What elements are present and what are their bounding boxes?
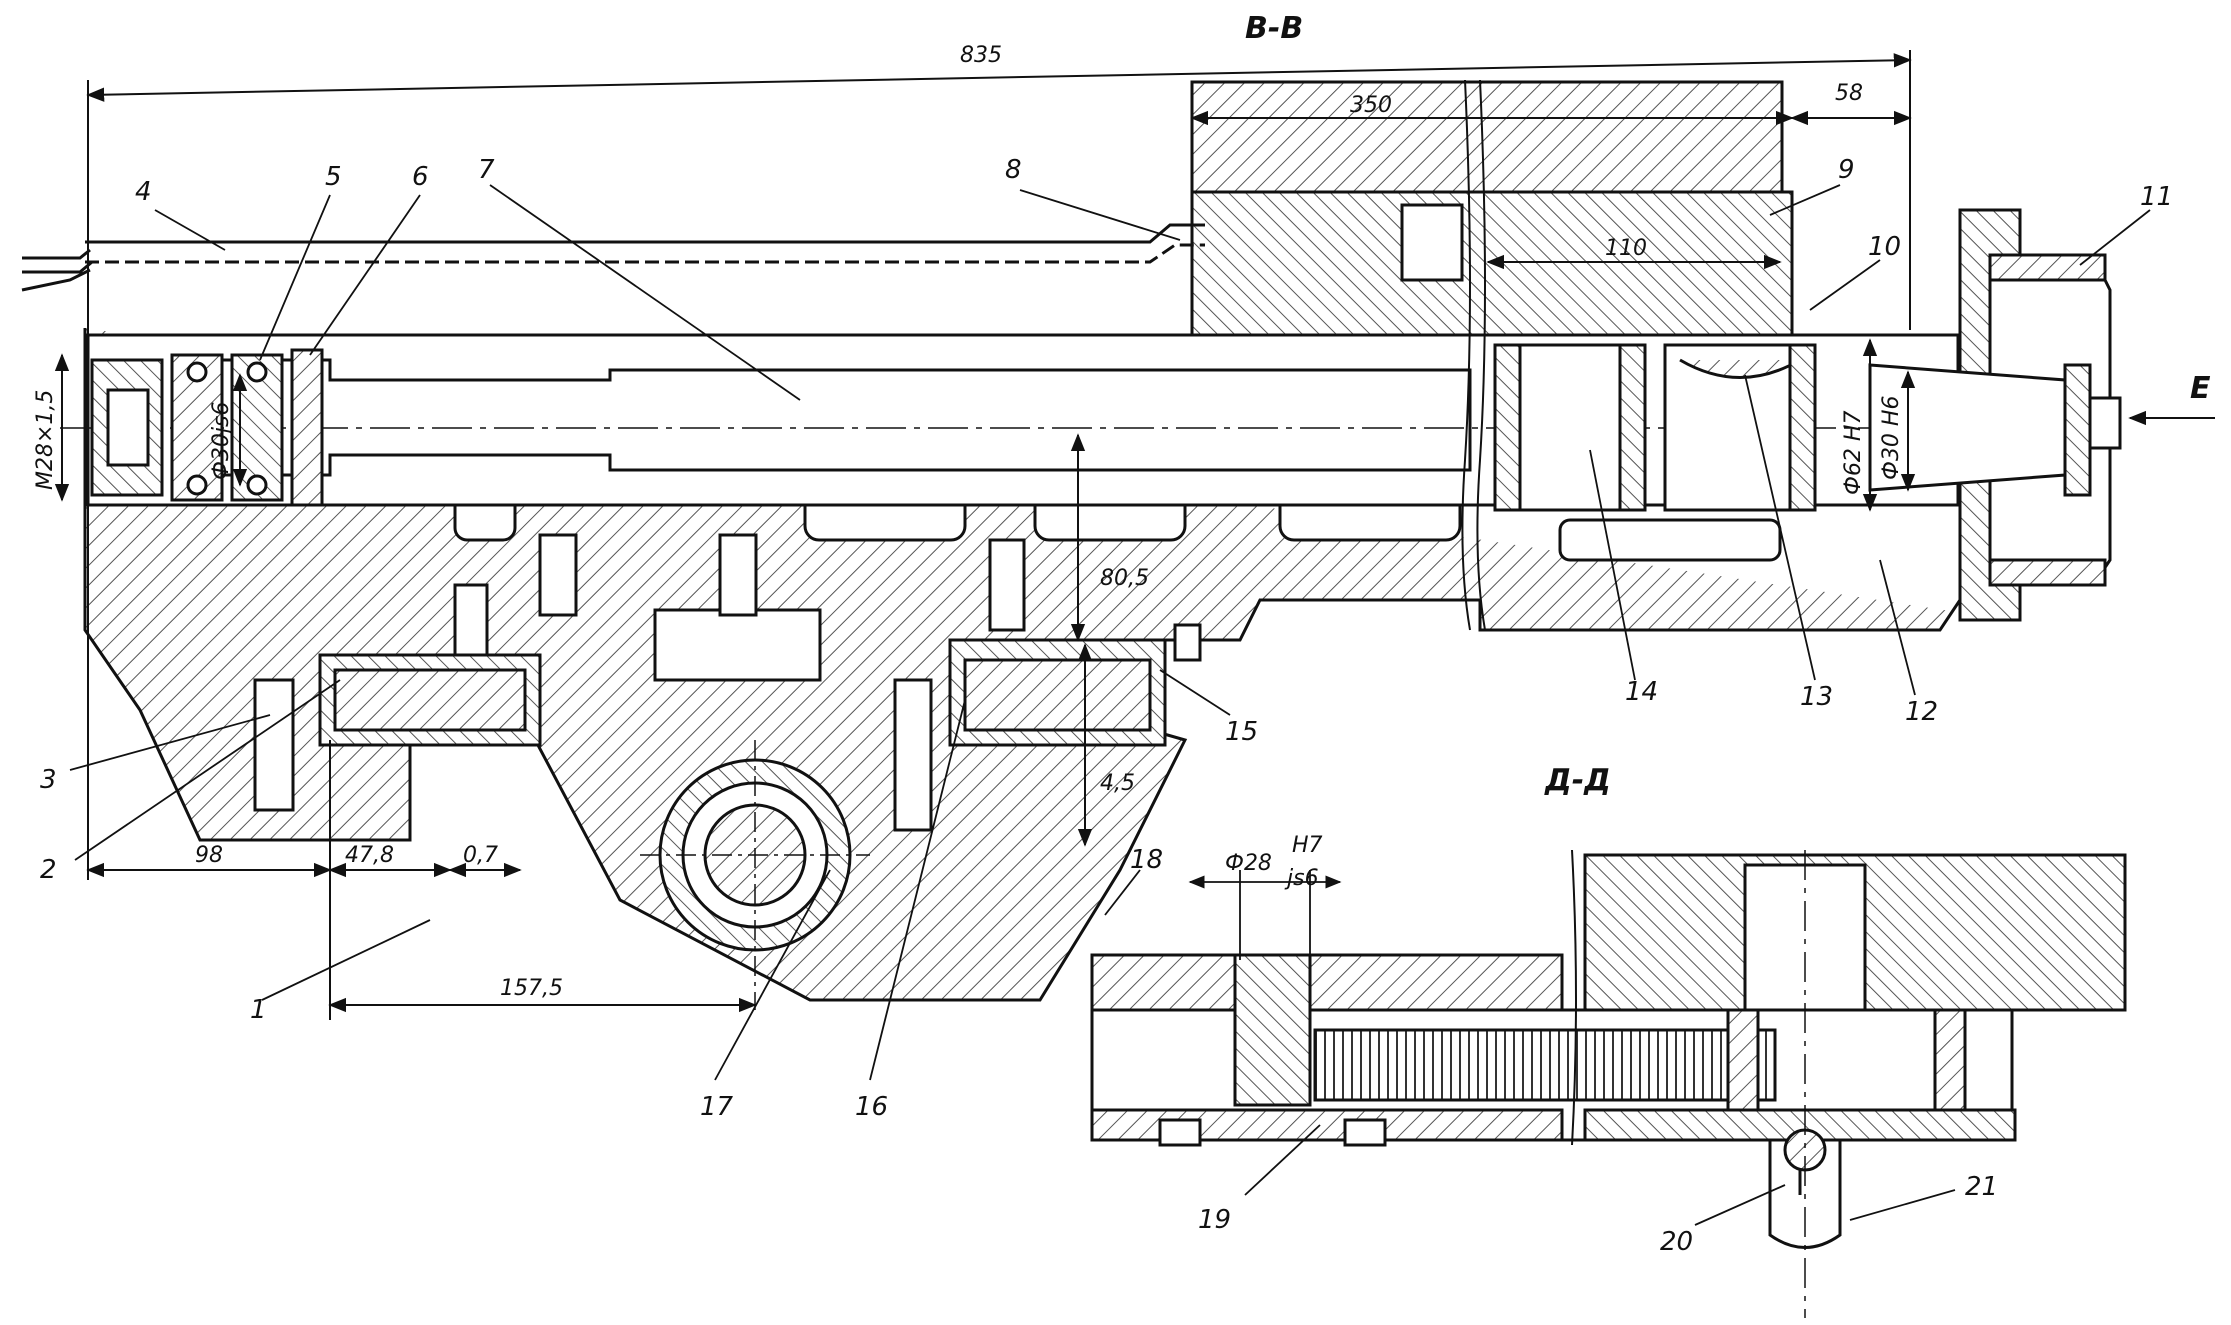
bearing-14-ring-a xyxy=(1493,343,1522,512)
part-label-2: 2 xyxy=(40,855,57,885)
part-label-4: 4 xyxy=(135,177,152,207)
part-label-16: 16 xyxy=(855,1092,888,1122)
dim-07: 0,7 xyxy=(463,843,498,868)
bolt-6 xyxy=(893,678,933,832)
spindle-housing xyxy=(1190,190,1794,339)
part-label-12: 12 xyxy=(1905,697,1938,727)
break-line-2 xyxy=(1476,79,1486,631)
dimension-labels: 835 350 58 110 80,5 4,5 98 47,8 0,7 157,… xyxy=(33,43,1904,1001)
dim-80: 80,5 xyxy=(1100,566,1149,591)
bolt-3 xyxy=(538,533,578,617)
housing-window xyxy=(1400,203,1464,282)
cover-plate-inner xyxy=(85,243,1205,264)
part-label-17: 17 xyxy=(700,1092,734,1122)
part-label-15: 15 xyxy=(1225,717,1258,747)
motor-housing xyxy=(1190,80,1784,194)
ball-1 xyxy=(186,361,208,383)
main-dimensions xyxy=(54,50,2215,1020)
break-line xyxy=(1461,79,1471,631)
bolt-2 xyxy=(453,583,489,657)
part-label-13: 13 xyxy=(1800,682,1833,712)
main-section xyxy=(21,79,2122,1010)
dim-shaft2: Ф30 Н6 xyxy=(1879,396,1904,480)
detail-rack xyxy=(1313,1028,1777,1102)
part-label-5: 5 xyxy=(325,162,342,192)
detail-top-plate xyxy=(1090,953,1564,1012)
part-label-7: 7 xyxy=(478,155,495,185)
ball-4 xyxy=(246,474,268,496)
dim-fit-den: js6 xyxy=(1284,866,1319,891)
section-title-detail: Д-Д xyxy=(1544,763,1611,798)
part-label-19: 19 xyxy=(1198,1205,1231,1235)
section-title-main: В-В xyxy=(1245,11,1303,46)
dim-45: 4,5 xyxy=(1100,771,1135,796)
bolt-4 xyxy=(718,533,758,617)
part-label-11: 11 xyxy=(2140,182,2173,212)
bearing-13-ring xyxy=(1788,343,1817,512)
collet-nut-a xyxy=(2063,363,2092,497)
bearing-13-race xyxy=(1679,358,1801,379)
lower-groove xyxy=(1558,518,1782,562)
part-label-1: 1 xyxy=(250,995,267,1025)
arrow-e-label: Е xyxy=(2190,371,2211,406)
dim-bore: Ф62 Н7 xyxy=(1841,411,1866,495)
cable xyxy=(21,248,93,292)
tool-tip xyxy=(2088,396,2122,450)
detail-break xyxy=(1571,849,1577,1146)
dim-157: 157,5 xyxy=(500,976,563,1001)
dim-98: 98 xyxy=(195,843,223,868)
part-label-8: 8 xyxy=(1005,155,1022,185)
leader-lines xyxy=(69,184,2151,1081)
shaft-7 xyxy=(198,358,1472,477)
bolt-7 xyxy=(1173,623,1202,662)
detail-bolt-b xyxy=(1343,1118,1387,1147)
slide-window xyxy=(653,608,822,682)
detail-bolt-a xyxy=(1158,1118,1202,1147)
detail-gear-wall-r xyxy=(1933,1008,1967,1122)
pulley-rim-bottom xyxy=(1988,558,2107,587)
cover-plate xyxy=(85,223,1205,244)
dim-fit-num: Н7 xyxy=(1292,833,1323,858)
part-label-21: 21 xyxy=(1965,1172,1998,1202)
dim-thread: М28×1,5 xyxy=(33,390,58,490)
part-label-14: 14 xyxy=(1625,677,1658,707)
detail-section xyxy=(1090,849,2127,1318)
detail-pinion-block xyxy=(1233,953,1312,1107)
dim-350: 350 xyxy=(1350,93,1392,118)
bolt-5 xyxy=(988,538,1026,632)
dim-fit-main: Ф28 xyxy=(1225,851,1272,876)
ball-2 xyxy=(186,474,208,496)
dim-58: 58 xyxy=(1835,81,1863,106)
part-labels: 4 5 6 7 8 9 10 11 12 13 14 15 16 17 1 2 … xyxy=(40,155,2173,1257)
dim-shaft1: Ф30js6 xyxy=(209,401,234,480)
detail-gear-wall-l xyxy=(1726,1008,1760,1122)
ball-3 xyxy=(246,361,268,383)
bearing-14-ring-b xyxy=(1618,343,1647,512)
bolt-1 xyxy=(253,678,295,812)
slide-2-liner xyxy=(333,668,527,732)
part-label-18: 18 xyxy=(1130,845,1163,875)
left-nut-core xyxy=(106,388,150,467)
slide-15-liner xyxy=(963,658,1152,732)
part-label-9: 9 xyxy=(1838,155,1855,185)
detail-dimensions xyxy=(1104,869,1956,1226)
part-label-3: 3 xyxy=(40,765,57,795)
dim-110: 110 xyxy=(1605,236,1647,261)
left-seal xyxy=(290,348,324,507)
dim-overall: 835 xyxy=(960,43,1002,68)
section-titles: В-В Д-Д Е xyxy=(1245,11,2211,798)
part-label-6: 6 xyxy=(412,162,429,192)
pulley-rim-top xyxy=(1988,253,2107,282)
part-label-20: 20 xyxy=(1660,1227,1693,1257)
dim-47: 47,8 xyxy=(345,843,394,868)
part-label-10: 10 xyxy=(1868,232,1901,262)
